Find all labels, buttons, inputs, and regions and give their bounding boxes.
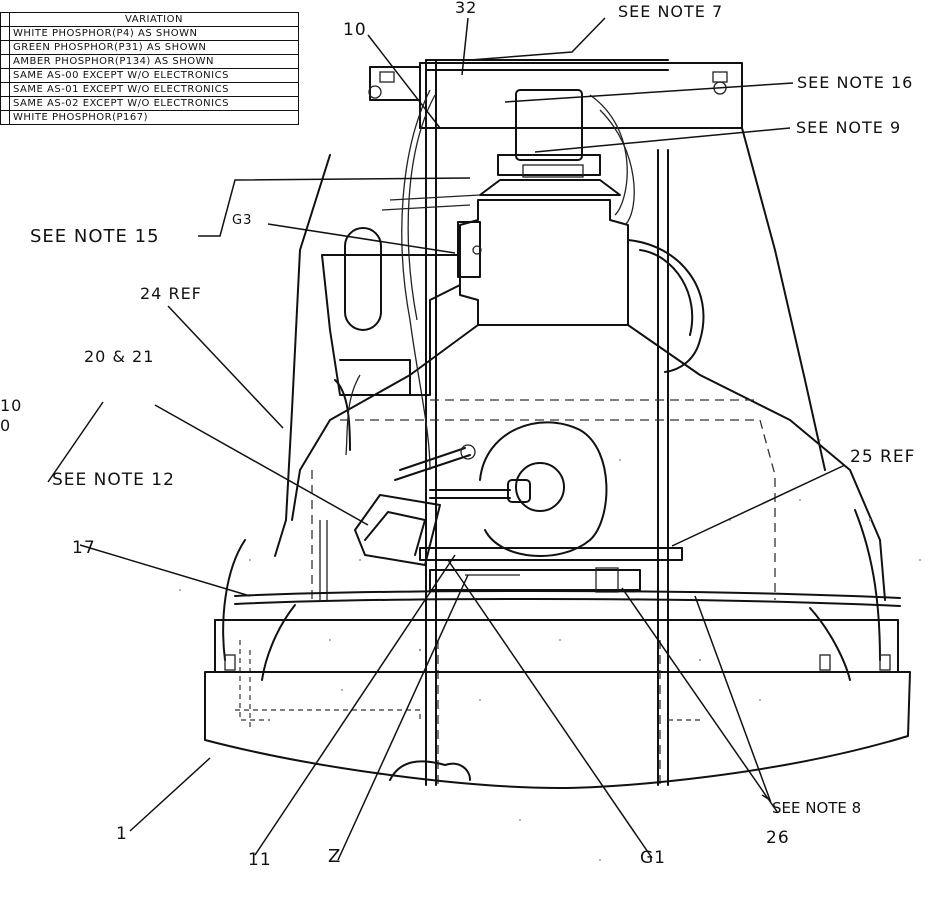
callout-see-note-7: SEE NOTE 7 — [618, 2, 724, 21]
callout-see-note-8: SEE NOTE 8 — [772, 799, 862, 817]
callout-see-note-12: SEE NOTE 12 — [52, 470, 175, 490]
variation-cell: SAME AS-01 EXCEPT W/O ELECTRONICS — [9, 82, 299, 97]
variation-cell: WHITE PHOSPHOR(P167) — [9, 110, 299, 125]
deflection-yoke — [457, 199, 629, 326]
housing-outline — [274, 127, 826, 557]
support-rods — [319, 59, 669, 786]
callout-see-note-9: SEE NOTE 9 — [796, 118, 902, 137]
table-row: WHITE PHOSPHOR(P4) AS SHOWN — [0, 26, 299, 41]
crt-neck — [479, 89, 621, 196]
callout-24-ref: 24 REF — [140, 284, 202, 303]
variation-table: VARIATION WHITE PHOSPHOR(P4) AS SHOWN GR… — [0, 12, 299, 125]
callout-32: 32 — [455, 0, 478, 17]
callout-see-note-16: SEE NOTE 16 — [797, 73, 914, 92]
left-bracket — [321, 227, 461, 451]
variation-header: VARIATION — [9, 12, 299, 27]
callout-g1: G1 — [640, 848, 666, 868]
table-row: WHITE PHOSPHOR(P167) — [0, 110, 299, 125]
cable-harness — [345, 89, 635, 471]
callout-1: 1 — [116, 824, 128, 844]
variation-cell: SAME AS-02 EXCEPT W/O ELECTRONICS — [9, 96, 299, 111]
variation-cell: GREEN PHOSPHOR(P31) AS SHOWN — [9, 40, 299, 55]
variation-cell: AMBER PHOSPHOR(P134) AS SHOWN — [9, 54, 299, 69]
strap — [222, 509, 901, 681]
circular-component — [429, 421, 608, 557]
hidden-lines — [235, 399, 776, 790]
variation-cell: WHITE PHOSPHOR(P4) AS SHOWN — [9, 26, 299, 41]
callout-20-21: 20 & 21 — [84, 347, 155, 366]
scan-noise — [179, 439, 921, 861]
callout-25-ref: 25 REF — [850, 447, 916, 467]
front-bezel — [204, 619, 911, 789]
callout-26: 26 — [766, 828, 790, 848]
variation-cell: SAME AS-00 EXCEPT W/O ELECTRONICS — [9, 68, 299, 83]
callout-10-left: 10 — [0, 396, 23, 415]
callout-11: 11 — [248, 850, 272, 870]
callout-10-top: 10 — [343, 20, 367, 40]
callout-see-note-15: SEE NOTE 15 — [30, 226, 160, 247]
callout-z: Z — [328, 846, 342, 867]
leader-lines — [47, 17, 846, 861]
table-row: SAME AS-01 EXCEPT W/O ELECTRONICS — [0, 82, 299, 97]
table-row: GREEN PHOSPHOR(P31) AS SHOWN — [0, 40, 299, 55]
variation-code-header — [0, 12, 10, 27]
table-row: SAME AS-02 EXCEPT W/O ELECTRONICS — [0, 96, 299, 111]
crt-funnel — [291, 239, 886, 601]
callout-0-left: 0 — [0, 416, 12, 435]
callout-g3: G3 — [232, 213, 253, 228]
table-row: AMBER PHOSPHOR(P134) AS SHOWN — [0, 54, 299, 69]
clip-bracket — [354, 444, 476, 566]
horizontal-bar — [419, 547, 683, 593]
table-row: SAME AS-00 EXCEPT W/O ELECTRONICS — [0, 68, 299, 83]
callout-17: 17 — [72, 538, 96, 558]
